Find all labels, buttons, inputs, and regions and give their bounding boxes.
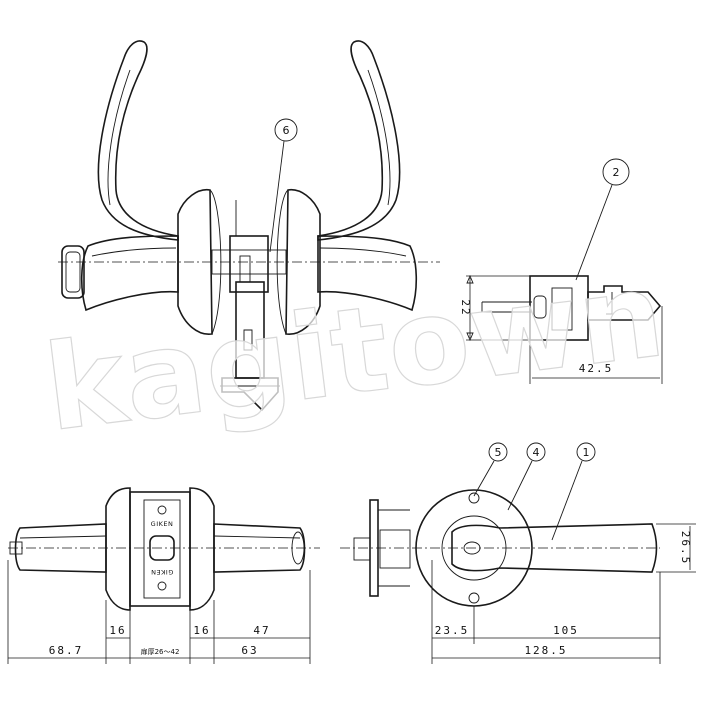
key-height-dim: 22 — [459, 299, 472, 316]
watermark: kagitown — [38, 245, 672, 458]
plate-label-bottom: GIKEN — [151, 568, 174, 576]
callout-4: 4 — [507, 442, 546, 511]
svg-text:4: 4 — [533, 446, 540, 459]
lever-length-dim: 105 — [553, 624, 579, 637]
rose-gap-right-dim: 16 — [193, 624, 210, 637]
lever-right-extent-dim: 47 — [253, 624, 270, 637]
side-view: 23.5 105 128.5 26.5 — [340, 489, 696, 664]
plate-label-top: GIKEN — [151, 520, 174, 528]
svg-text:2: 2 — [613, 166, 620, 179]
callout-6: 6 — [269, 118, 298, 253]
svg-text:5: 5 — [495, 446, 502, 459]
overall-length-dim: 128.5 — [524, 644, 567, 657]
front-elevation-view: GIKEN GIKEN 16 16 47 68.7 扉厚26～42 63 — [7, 487, 320, 664]
lever-left-dim: 68.7 — [49, 644, 84, 657]
callout-2: 2 — [575, 158, 630, 281]
key-view: 22 42.5 — [459, 274, 663, 384]
door-thickness-dim: 扉厚26～42 — [141, 647, 180, 656]
top-lever-assembly-view — [58, 40, 440, 412]
key-length-dim: 42.5 — [579, 362, 614, 375]
lever-height-dim: 26.5 — [679, 531, 692, 566]
rose-offset-dim: 23.5 — [435, 624, 470, 637]
rose-gap-left-dim: 16 — [109, 624, 126, 637]
callout-1: 1 — [551, 442, 596, 541]
callout-5: 5 — [473, 442, 508, 497]
svg-text:6: 6 — [283, 124, 290, 137]
lever-right-total-dim: 63 — [241, 644, 258, 657]
svg-text:1: 1 — [583, 446, 590, 459]
